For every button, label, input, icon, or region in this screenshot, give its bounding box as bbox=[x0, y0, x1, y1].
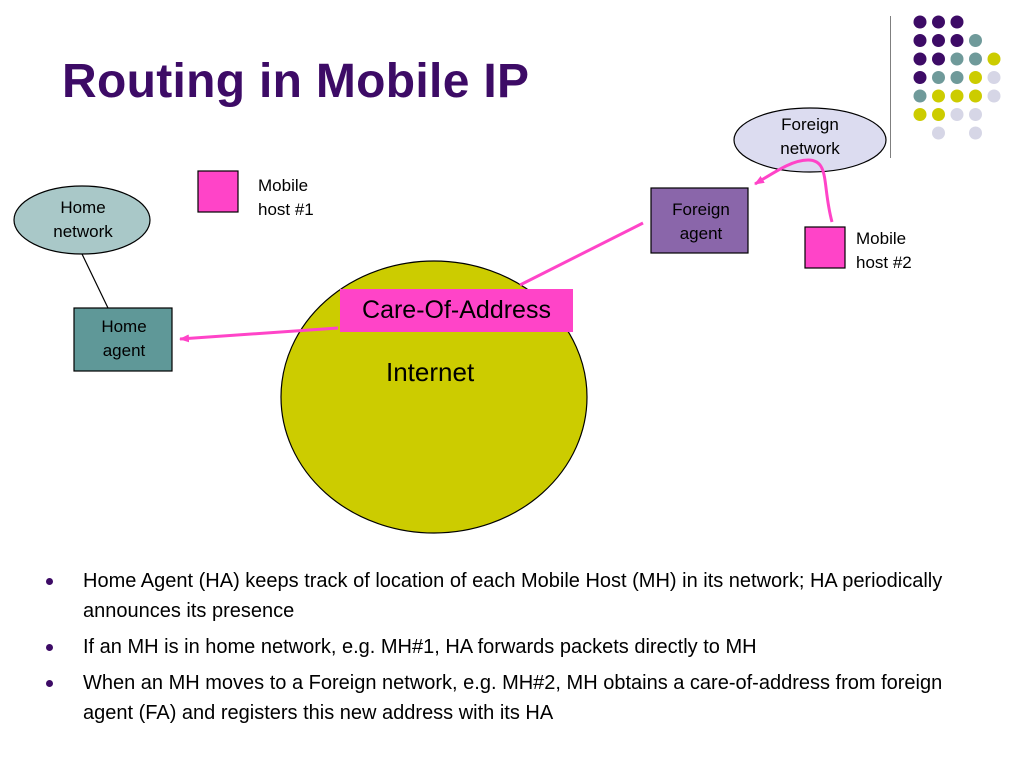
decorative-dot bbox=[950, 34, 964, 47]
decorative-dot bbox=[987, 52, 1001, 66]
decorative-divider-line bbox=[890, 16, 891, 158]
decorative-dot bbox=[932, 126, 945, 140]
mobile-host-2-node bbox=[804, 226, 846, 269]
arrow-host2-to-foreign-network bbox=[754, 158, 834, 223]
decorative-dot bbox=[969, 126, 982, 140]
home-network-label: Home network bbox=[53, 198, 113, 241]
decorative-dot bbox=[932, 71, 945, 84]
decorative-dot bbox=[987, 89, 1001, 103]
bullet-item: If an MH is in home network, e.g. MH#1, … bbox=[40, 632, 980, 662]
decorative-dot bbox=[969, 52, 982, 66]
home-agent-node bbox=[73, 307, 173, 372]
bullet-item: Home Agent (HA) keeps track of location … bbox=[40, 566, 980, 626]
decorative-dot bbox=[913, 108, 927, 121]
decorative-dot bbox=[932, 15, 945, 29]
bullet-text: Home Agent (HA) keeps track of location … bbox=[83, 570, 943, 622]
care-of-address-box bbox=[340, 289, 573, 332]
decorative-dot bbox=[950, 52, 964, 66]
decorative-dot bbox=[950, 15, 964, 29]
decorative-dot bbox=[987, 71, 1001, 84]
decorative-dot bbox=[932, 89, 945, 103]
arrow-coa-to-home-agent bbox=[179, 326, 339, 343]
decorative-dot bbox=[950, 89, 964, 103]
bullet-list: Home Agent (HA) keeps track of location … bbox=[40, 566, 980, 734]
foreign-agent-label: Foreign agent bbox=[672, 200, 730, 243]
foreign-network-label: Foreign network bbox=[780, 115, 840, 158]
bullet-dot-icon bbox=[46, 578, 53, 585]
mobile-host-1-label: Mobile host #1 bbox=[258, 176, 314, 219]
decorative-dot bbox=[950, 108, 964, 121]
bullet-text: If an MH is in home network, e.g. MH#1, … bbox=[83, 636, 757, 658]
care-of-address-label: Care-Of-Address bbox=[362, 296, 551, 324]
mobile-host-2-label: Mobile host #2 bbox=[856, 229, 912, 272]
foreign-network-node bbox=[733, 107, 887, 173]
bullet-dot-icon bbox=[46, 644, 53, 651]
decorative-dot bbox=[969, 34, 982, 47]
decorative-dot bbox=[913, 15, 927, 29]
mobile-host-1-node bbox=[197, 170, 239, 213]
slide-title: Routing in Mobile IP bbox=[62, 55, 530, 108]
decorative-dot bbox=[932, 108, 945, 121]
decorative-dot bbox=[913, 34, 927, 47]
decorative-dot bbox=[950, 71, 964, 84]
bullet-dot-icon bbox=[46, 680, 53, 687]
decorative-dot bbox=[969, 108, 982, 121]
home-agent-label: Home agent bbox=[101, 317, 147, 360]
decorative-dot bbox=[913, 89, 927, 103]
decorative-dot bbox=[969, 89, 982, 103]
internet-label: Internet bbox=[386, 357, 475, 387]
bullet-text: When an MH moves to a Foreign network, e… bbox=[83, 672, 943, 724]
decorative-dot-grid bbox=[913, 15, 1001, 140]
decorative-dot bbox=[913, 52, 927, 66]
decorative-dot bbox=[913, 71, 927, 84]
foreign-agent-node bbox=[650, 187, 749, 254]
decorative-dot bbox=[932, 52, 945, 66]
arrow-foreign-agent-to-coa bbox=[519, 221, 644, 287]
home-network-link bbox=[81, 253, 109, 309]
decorative-dot bbox=[932, 34, 945, 47]
bullet-item: When an MH moves to a Foreign network, e… bbox=[40, 668, 980, 728]
decorative-dot bbox=[969, 71, 982, 84]
